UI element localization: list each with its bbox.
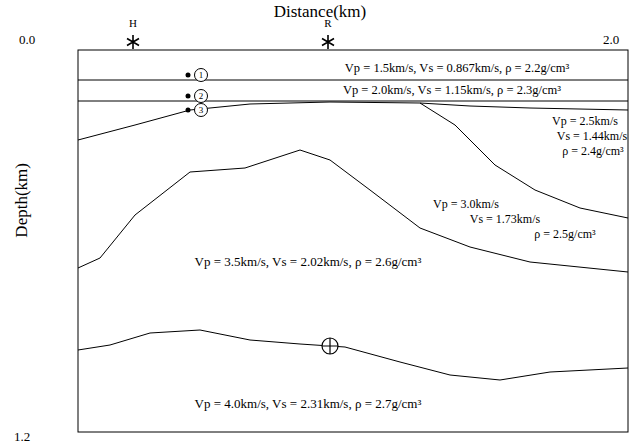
layer-boundary xyxy=(78,80,628,81)
marker-dot xyxy=(186,108,191,113)
axis-tick: 0.0 xyxy=(19,33,35,47)
layer-properties: Vs = 1.44km/s xyxy=(557,130,627,143)
source-asterisk xyxy=(127,35,139,49)
target-cross xyxy=(322,338,338,354)
layer-properties: Vs = 1.73km/s xyxy=(470,213,540,226)
layer-boundary xyxy=(420,103,628,218)
layer-boundary xyxy=(78,150,628,272)
source-label: H xyxy=(129,17,137,29)
callout-number: 2 xyxy=(194,89,208,103)
layer-properties: ρ = 2.5g/cm³ xyxy=(534,228,595,241)
layer-boundary xyxy=(78,102,628,140)
receiver-label: R xyxy=(324,17,331,29)
layer-boundary xyxy=(78,330,628,380)
model-frame xyxy=(78,50,628,432)
asterisk-symbol xyxy=(322,35,334,49)
asterisk-symbol xyxy=(127,35,139,49)
marker-dots xyxy=(186,73,191,113)
target-circle xyxy=(322,338,338,354)
layer-properties: Vp = 2.5km/s xyxy=(552,115,618,128)
axis-title: Depth(km) xyxy=(13,163,32,238)
layer-properties: Vp = 2.0km/s, Vs = 1.15km/s, ρ = 2.3g/cm… xyxy=(343,84,561,98)
layer-boundary xyxy=(78,101,628,102)
marker-dot xyxy=(186,94,191,99)
layer-properties: ρ = 2.4g/cm³ xyxy=(562,145,623,158)
layer-properties: Vp = 3.0km/s xyxy=(433,198,499,211)
axis-tick: 1.2 xyxy=(14,430,30,444)
target-symbol xyxy=(322,338,338,354)
axis-title: Distance(km) xyxy=(274,3,367,22)
callout-number: 1 xyxy=(194,68,208,82)
layer-properties: Vp = 4.0km/s, Vs = 2.31km/s, ρ = 2.7g/cm… xyxy=(195,397,422,411)
marker-dot xyxy=(186,73,191,78)
axis-tick: 2.0 xyxy=(603,33,619,47)
layer-properties: Vp = 1.5km/s, Vs = 0.867km/s, ρ = 2.2g/c… xyxy=(345,62,569,76)
receiver-asterisk xyxy=(322,35,334,49)
layer-properties: Vp = 3.5km/s, Vs = 2.02km/s, ρ = 2.6g/cm… xyxy=(195,255,422,269)
callout-number: 3 xyxy=(194,103,208,117)
